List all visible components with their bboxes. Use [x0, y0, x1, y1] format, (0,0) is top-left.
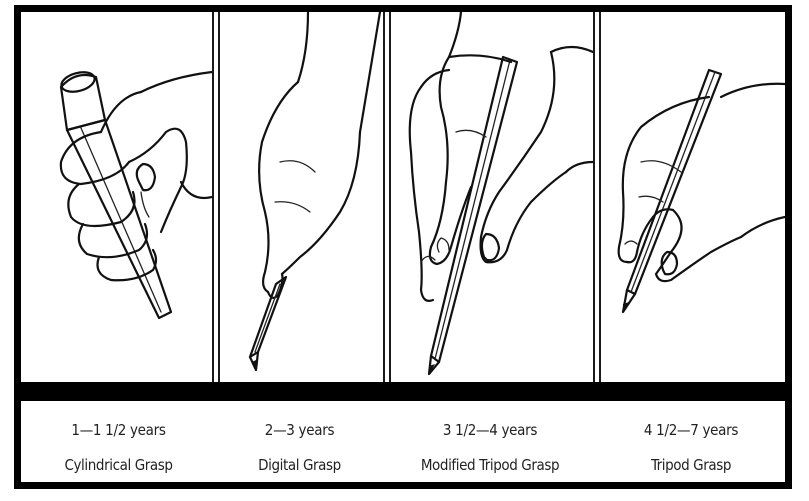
- panel-divider: [593, 12, 601, 382]
- stage-name-label: Modified Tripod Grasp: [383, 456, 597, 474]
- caption-row: 1—1 1/2 years Cylindrical Grasp 2—3 year…: [21, 401, 785, 482]
- tripod-grasp-hand-icon: [601, 12, 785, 382]
- panel-digital-grasp: [220, 12, 383, 382]
- stage-name-label: Cylindrical Grasp: [21, 456, 216, 474]
- grasp-stages-figure: 1—1 1/2 years Cylindrical Grasp 2—3 year…: [14, 5, 792, 489]
- stage-age-label: 4 1/2—7 years: [597, 421, 785, 439]
- digital-grasp-hand-icon: [220, 12, 383, 382]
- illustration-row: [21, 12, 785, 382]
- modified-tripod-grasp-hand-icon: [391, 12, 593, 382]
- cylindrical-grasp-hand-icon: [21, 12, 212, 382]
- panel-divider: [383, 12, 391, 382]
- panel-tripod-grasp: [601, 12, 785, 382]
- stage-age-label: 2—3 years: [216, 421, 383, 439]
- stage-age-label: 1—1 1/2 years: [21, 421, 216, 439]
- stage-name-label: Tripod Grasp: [597, 456, 785, 474]
- caption-digital-grasp: 2—3 years Digital Grasp: [216, 401, 383, 482]
- stage-age-label: 3 1/2—4 years: [383, 421, 597, 439]
- caption-cylindrical-grasp: 1—1 1/2 years Cylindrical Grasp: [21, 401, 216, 482]
- stage-name-label: Digital Grasp: [216, 456, 383, 474]
- separator-band: [21, 382, 785, 401]
- panel-modified-tripod-grasp: [391, 12, 593, 382]
- panel-cylindrical-grasp: [21, 12, 212, 382]
- caption-modified-tripod-grasp: 3 1/2—4 years Modified Tripod Grasp: [383, 401, 597, 482]
- caption-tripod-grasp: 4 1/2—7 years Tripod Grasp: [597, 401, 785, 482]
- panel-divider: [212, 12, 220, 382]
